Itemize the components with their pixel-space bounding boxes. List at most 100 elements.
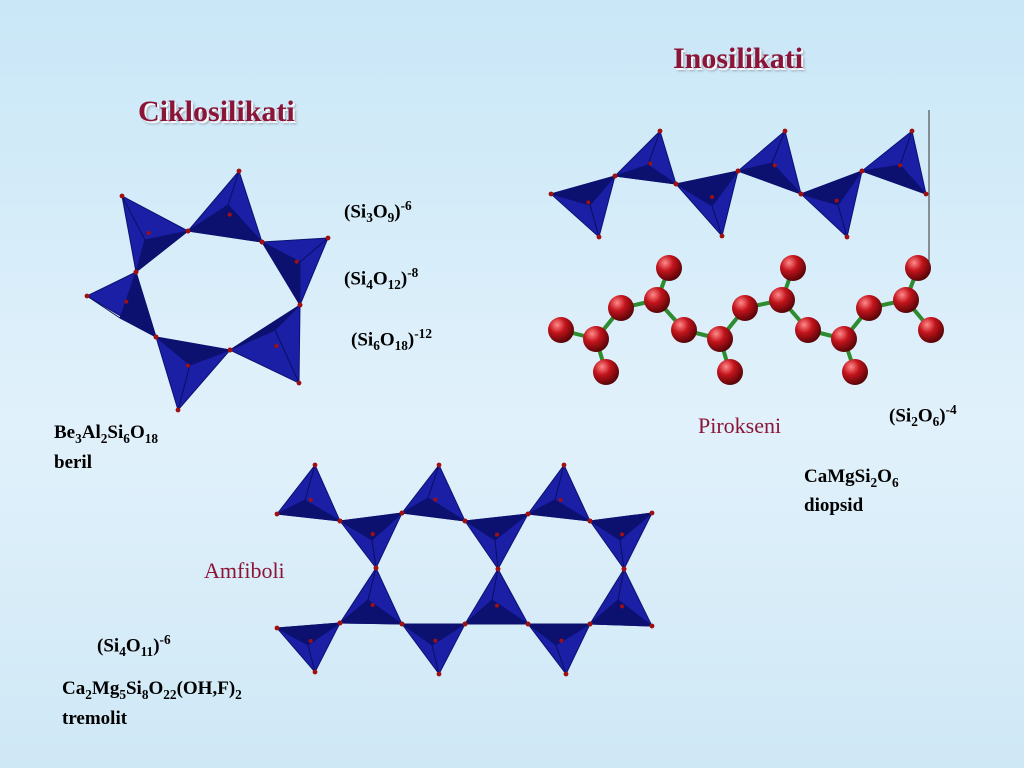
silicon-center — [586, 200, 591, 205]
tetrahedron-edge — [304, 464, 316, 501]
oxygen-vertex — [227, 347, 233, 353]
formula-text: Ca — [62, 678, 86, 699]
oxygen-vertex — [325, 235, 331, 241]
oxygen-vertex — [119, 193, 125, 199]
subscript: 4 — [366, 277, 373, 293]
tetrahedron-edge — [494, 539, 499, 570]
formula-text: O — [379, 329, 395, 351]
tetrahedron-face — [339, 512, 403, 541]
subscript: 8 — [141, 686, 149, 702]
subscript: 3 — [366, 210, 373, 226]
oxygen-vertex — [596, 234, 602, 240]
oxygen-vertex — [274, 511, 280, 517]
oxygen-vertex — [673, 181, 679, 187]
oxygen-atom — [780, 255, 806, 281]
oxygen-vertex — [782, 128, 788, 134]
oxygen-atom — [717, 359, 743, 385]
subscript: 22 — [163, 686, 177, 702]
oxygen-vertex — [587, 518, 593, 524]
formula-text: O — [125, 635, 141, 657]
superscript: -6 — [400, 198, 412, 213]
silicon-center — [370, 603, 375, 607]
tetrahedron-face — [464, 599, 529, 625]
oxygen-vertex — [297, 302, 303, 308]
silicon-center — [495, 532, 499, 537]
superscript: -12 — [414, 326, 432, 341]
title-cyclosilicates: Ciklosilikati — [138, 95, 295, 128]
oxygen-vertex — [612, 173, 618, 179]
tetrahedron-edge — [589, 204, 600, 238]
superscript: -4 — [945, 402, 957, 417]
tetrahedron-edge — [86, 295, 121, 319]
tetrahedron-face — [527, 499, 591, 522]
silicon-center — [370, 532, 375, 536]
oxygen-vertex — [84, 293, 90, 299]
tetrahedron-edge — [491, 568, 499, 601]
silicon-center — [274, 344, 279, 348]
formula-tremolite: Ca2Mg5Si8O22(OH,F)2 — [62, 677, 242, 703]
formula-text: (Si — [889, 405, 912, 427]
formula-text: ) — [939, 405, 946, 427]
oxygen-vertex — [337, 518, 343, 524]
silicon-center — [834, 198, 839, 203]
oxygen-vertex — [133, 269, 139, 275]
formula-text: ) — [407, 329, 415, 351]
formula-text: O — [877, 466, 892, 487]
mineral-beryl: beril — [54, 452, 92, 473]
oxygen-vertex — [909, 128, 915, 134]
formula-si6o18: (Si6O18)-12 — [351, 326, 432, 355]
oxygen-atom — [856, 295, 882, 321]
oxygen-vertex — [337, 620, 343, 626]
oxygen-atom — [707, 326, 733, 352]
tetrahedron-face — [527, 623, 591, 646]
formula-diopside: CaMgSi2O6 — [804, 465, 899, 491]
silicon-center — [294, 259, 299, 264]
tetrahedron-face — [119, 271, 157, 338]
formula-text: CaMgSi — [804, 466, 871, 487]
subscript: 9 — [387, 210, 395, 226]
subscript: 6 — [373, 338, 380, 354]
oxygen-vertex — [923, 191, 929, 197]
formula-text: (Si — [344, 201, 367, 223]
oxygen-atom — [918, 317, 944, 343]
oxygen-vertex — [373, 565, 379, 571]
tetrahedron-edge — [427, 464, 440, 499]
silicon-center — [620, 604, 624, 609]
formula-text: (OH,F) — [176, 678, 236, 699]
tetrahedron-edge — [711, 205, 723, 237]
subscript: 6 — [891, 474, 899, 490]
oxygen-vertex — [719, 233, 725, 239]
formula-text: O — [148, 678, 164, 699]
tetrahedron-face — [187, 204, 263, 243]
tetrahedron-face — [401, 623, 466, 646]
oxygen-vertex — [312, 462, 318, 468]
tetrahedron-edge — [299, 237, 329, 263]
tetrahedron-face — [737, 162, 802, 195]
oxygen-vertex — [399, 510, 405, 516]
formula-text: (Si — [97, 635, 120, 657]
silicon-center — [710, 195, 714, 199]
formula-text: O — [917, 405, 933, 427]
tetrahedron-face — [229, 304, 301, 351]
tetrahedron-face — [276, 499, 341, 522]
tetrahedron-face — [401, 497, 466, 522]
oxygen-atom — [608, 295, 634, 321]
formula-si2o6: (Si2O6)-4 — [889, 402, 957, 431]
tetrahedron-edge — [619, 539, 625, 570]
section-amphiboles: Amfiboli — [204, 558, 285, 583]
tetrahedron-face — [675, 170, 739, 207]
subscript: 2 — [85, 686, 92, 702]
oxygen-atom — [893, 287, 919, 313]
oxygen-vertex — [649, 510, 655, 516]
formula-text: Si — [125, 678, 142, 699]
tetrahedron-face — [800, 170, 863, 206]
oxygen-atom — [593, 359, 619, 385]
formula-beryl: Be3Al2Si6O18 — [54, 421, 158, 447]
oxygen-vertex — [525, 621, 531, 627]
pyroxene-tetrahedra-chain — [548, 128, 929, 240]
oxygen-vertex — [859, 168, 865, 174]
tetrahedron-edge — [177, 364, 191, 411]
oxygen-vertex — [399, 621, 405, 627]
oxygen-vertex — [525, 511, 531, 517]
formula-text: (Si — [351, 329, 374, 351]
